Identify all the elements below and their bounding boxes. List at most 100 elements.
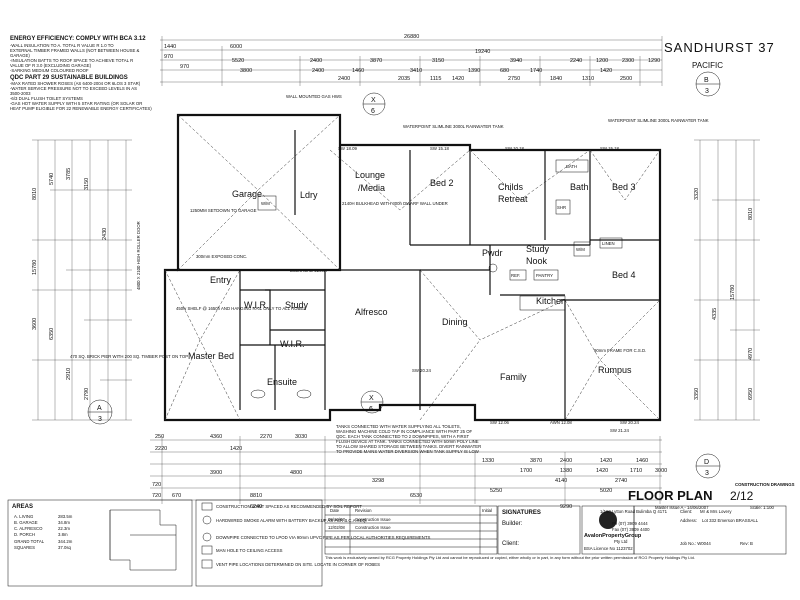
address-label: Address:: [680, 518, 697, 523]
legend-item: DOWNPIPE CONNECTED TO LPOD VIA 90mm UPVC…: [216, 535, 430, 540]
rev-date: 09/10/07: [328, 517, 345, 522]
dim-text: 680: [500, 68, 509, 74]
rev-no: Rev: B: [740, 541, 753, 546]
construction-drawings: CONSTRUCTION DRAWINGS: [735, 482, 795, 487]
sw-label: SW 20.24: [620, 420, 639, 425]
section-b-label: B: [704, 77, 709, 84]
dim-text: 2740: [615, 478, 627, 484]
dim-text: 1390: [468, 68, 480, 74]
fixture-bath: BATH: [566, 164, 577, 169]
section-b-sheet: 3: [705, 88, 709, 95]
dim-text: 2400: [338, 76, 350, 82]
dim-text: 4800: [290, 470, 302, 476]
tank-note-text: TANKS CONNECTED WITH WATER SUPPLYING ALL…: [336, 424, 482, 454]
plan-annotations: 1250MM SETDOWN TO GARAGE 2140H BULKHEAD …: [70, 94, 709, 433]
energy-line: EXTERNAL TIMBER FRAMED WALLS (NOT BETWEE…: [10, 48, 140, 53]
dim-text: 6350: [49, 328, 55, 340]
garage-roof-lines: [164, 114, 661, 421]
company-phone: Ph (07) 3909 4444: [612, 521, 648, 526]
areas-block: AREAS A. LIVING 283.5m B. GARAGE 34.8m C…: [7, 499, 193, 587]
company-sub: Pty Ltd: [614, 539, 628, 544]
copyright-note: This work is exclusively owned by RCG Pr…: [325, 556, 695, 560]
room-wir1: W.I.R.: [244, 300, 269, 310]
builder-label: Builder:: [502, 521, 523, 527]
section-c-sheet: 6: [371, 108, 375, 115]
dim-text: 5520: [232, 58, 244, 64]
signatures-block: SIGNATURES Builder: Client:: [497, 505, 581, 555]
dim-text: 1380: [560, 468, 572, 474]
rev-col-revision: Revision: [355, 508, 372, 513]
fixture-linen: LINEN: [602, 241, 615, 246]
address-value: Lot 332 Emerson BRASSALL: [702, 518, 759, 523]
room-family: Family: [500, 372, 527, 382]
room-lounge: Lounge: [355, 170, 385, 180]
dim-text: 970: [180, 64, 189, 70]
sw-label: SW 21.24: [610, 428, 629, 433]
dim-text: 6950: [748, 388, 754, 400]
legend-item: CONSTRUCTION JOINT SPACED AS RECOMMENDED…: [216, 504, 362, 509]
sw-label: AWN 12.08: [550, 420, 572, 425]
dim-text: 1710: [630, 468, 642, 474]
range-label: PACIFIC: [692, 61, 723, 70]
area-value: 344.2m: [58, 539, 73, 544]
area-value: 283.5m: [58, 514, 73, 519]
note-roller-door: 4800 X 2100 HIGH ROLLER DOOR: [136, 221, 141, 290]
sw-label: SW 10.18: [505, 146, 524, 151]
note-exposed-conc: 300mm EXPOSED CONC.: [196, 254, 247, 259]
rev-text: Construction Issue: [355, 517, 391, 522]
dim-text: 2790: [84, 388, 90, 400]
room-media: /Media: [358, 183, 385, 193]
dim-overall: 26880: [404, 34, 419, 40]
room-ldry: Ldry: [300, 190, 318, 200]
dim-text: 19240: [475, 49, 490, 55]
note-bulkhead-2290: BULKHEAD 2290H: [290, 268, 327, 273]
dim-text: 1740: [530, 68, 542, 74]
section-d-sheet: 3: [705, 470, 709, 477]
energy-line: GARAGE): [10, 53, 30, 58]
note-brick-pier: 470 SQ. BRICK PIER WITH 200 SQ. TIMBER P…: [70, 354, 188, 359]
dim-text: 3940: [510, 58, 522, 64]
revision-table: Date Revision Initial 09/10/07 Construct…: [324, 505, 498, 555]
dim-text: 3350: [694, 388, 700, 400]
room-ensuite: Ensuite: [267, 377, 297, 387]
dim-text: 3150: [84, 178, 90, 190]
dim-text: 4335: [712, 308, 718, 320]
right-dimensions: 3320 4335 15780 8010 4970 6950 3350: [694, 139, 760, 421]
dim-text: 1460: [636, 458, 648, 464]
dim-text: 2220: [155, 446, 167, 452]
dim-text: 3320: [694, 188, 700, 200]
dim-text: 6000: [230, 44, 242, 50]
dim-text: 1115: [430, 76, 441, 82]
room-master-bed: Master Bed: [188, 351, 234, 361]
energy-notes: ENERGY EFFICIENCY: COMPLY WITH BCA 3.12 …: [10, 36, 152, 111]
room-pwdr: Pwdr: [482, 248, 503, 258]
legend-item: HARDWIRED SMOKE ALARM WITH BATTERY BACKU…: [216, 518, 367, 523]
qdc-line: 3500-2003: [10, 91, 31, 96]
fixture-wm-2: W/M: [576, 247, 585, 252]
dim-text: 250: [155, 434, 164, 440]
dim-text: 15780: [730, 285, 736, 300]
dim-text: 720: [152, 493, 161, 499]
section-marker-b: B 3: [695, 71, 721, 97]
dim-text: 1440: [164, 44, 176, 50]
room-entry: Entry: [210, 275, 232, 285]
dim-text: 1840: [550, 76, 562, 82]
dim-text: 15780: [32, 260, 38, 275]
legend-item: MAN HOLE TO CEILING ACCESS: [216, 548, 283, 553]
dim-text: 3030: [295, 434, 307, 440]
title-block: Client: Mr & Mrs Lovery Address: Lot 332…: [633, 505, 787, 555]
note-tank-1: WATERPOINT SLIMLINE 3000L RAINWATER TANK: [403, 124, 504, 129]
master-issue: Master Issue A - 14/06/2007: [655, 505, 709, 510]
dim-text: 1700: [520, 468, 532, 474]
room-bed4: Bed 4: [612, 270, 636, 280]
client-label: Client:: [680, 509, 692, 514]
dim-text: 8810: [250, 493, 262, 499]
dim-text: 720: [152, 482, 161, 488]
dim-text: 2400: [310, 58, 322, 64]
dim-text: 1420: [452, 76, 464, 82]
dim-text: 1420: [230, 446, 242, 452]
dim-text: 2300: [622, 58, 634, 64]
room-dining: Dining: [442, 317, 468, 327]
rev-date: 12/02/08: [328, 525, 345, 530]
room-wir2: W.I.R.: [280, 339, 305, 349]
